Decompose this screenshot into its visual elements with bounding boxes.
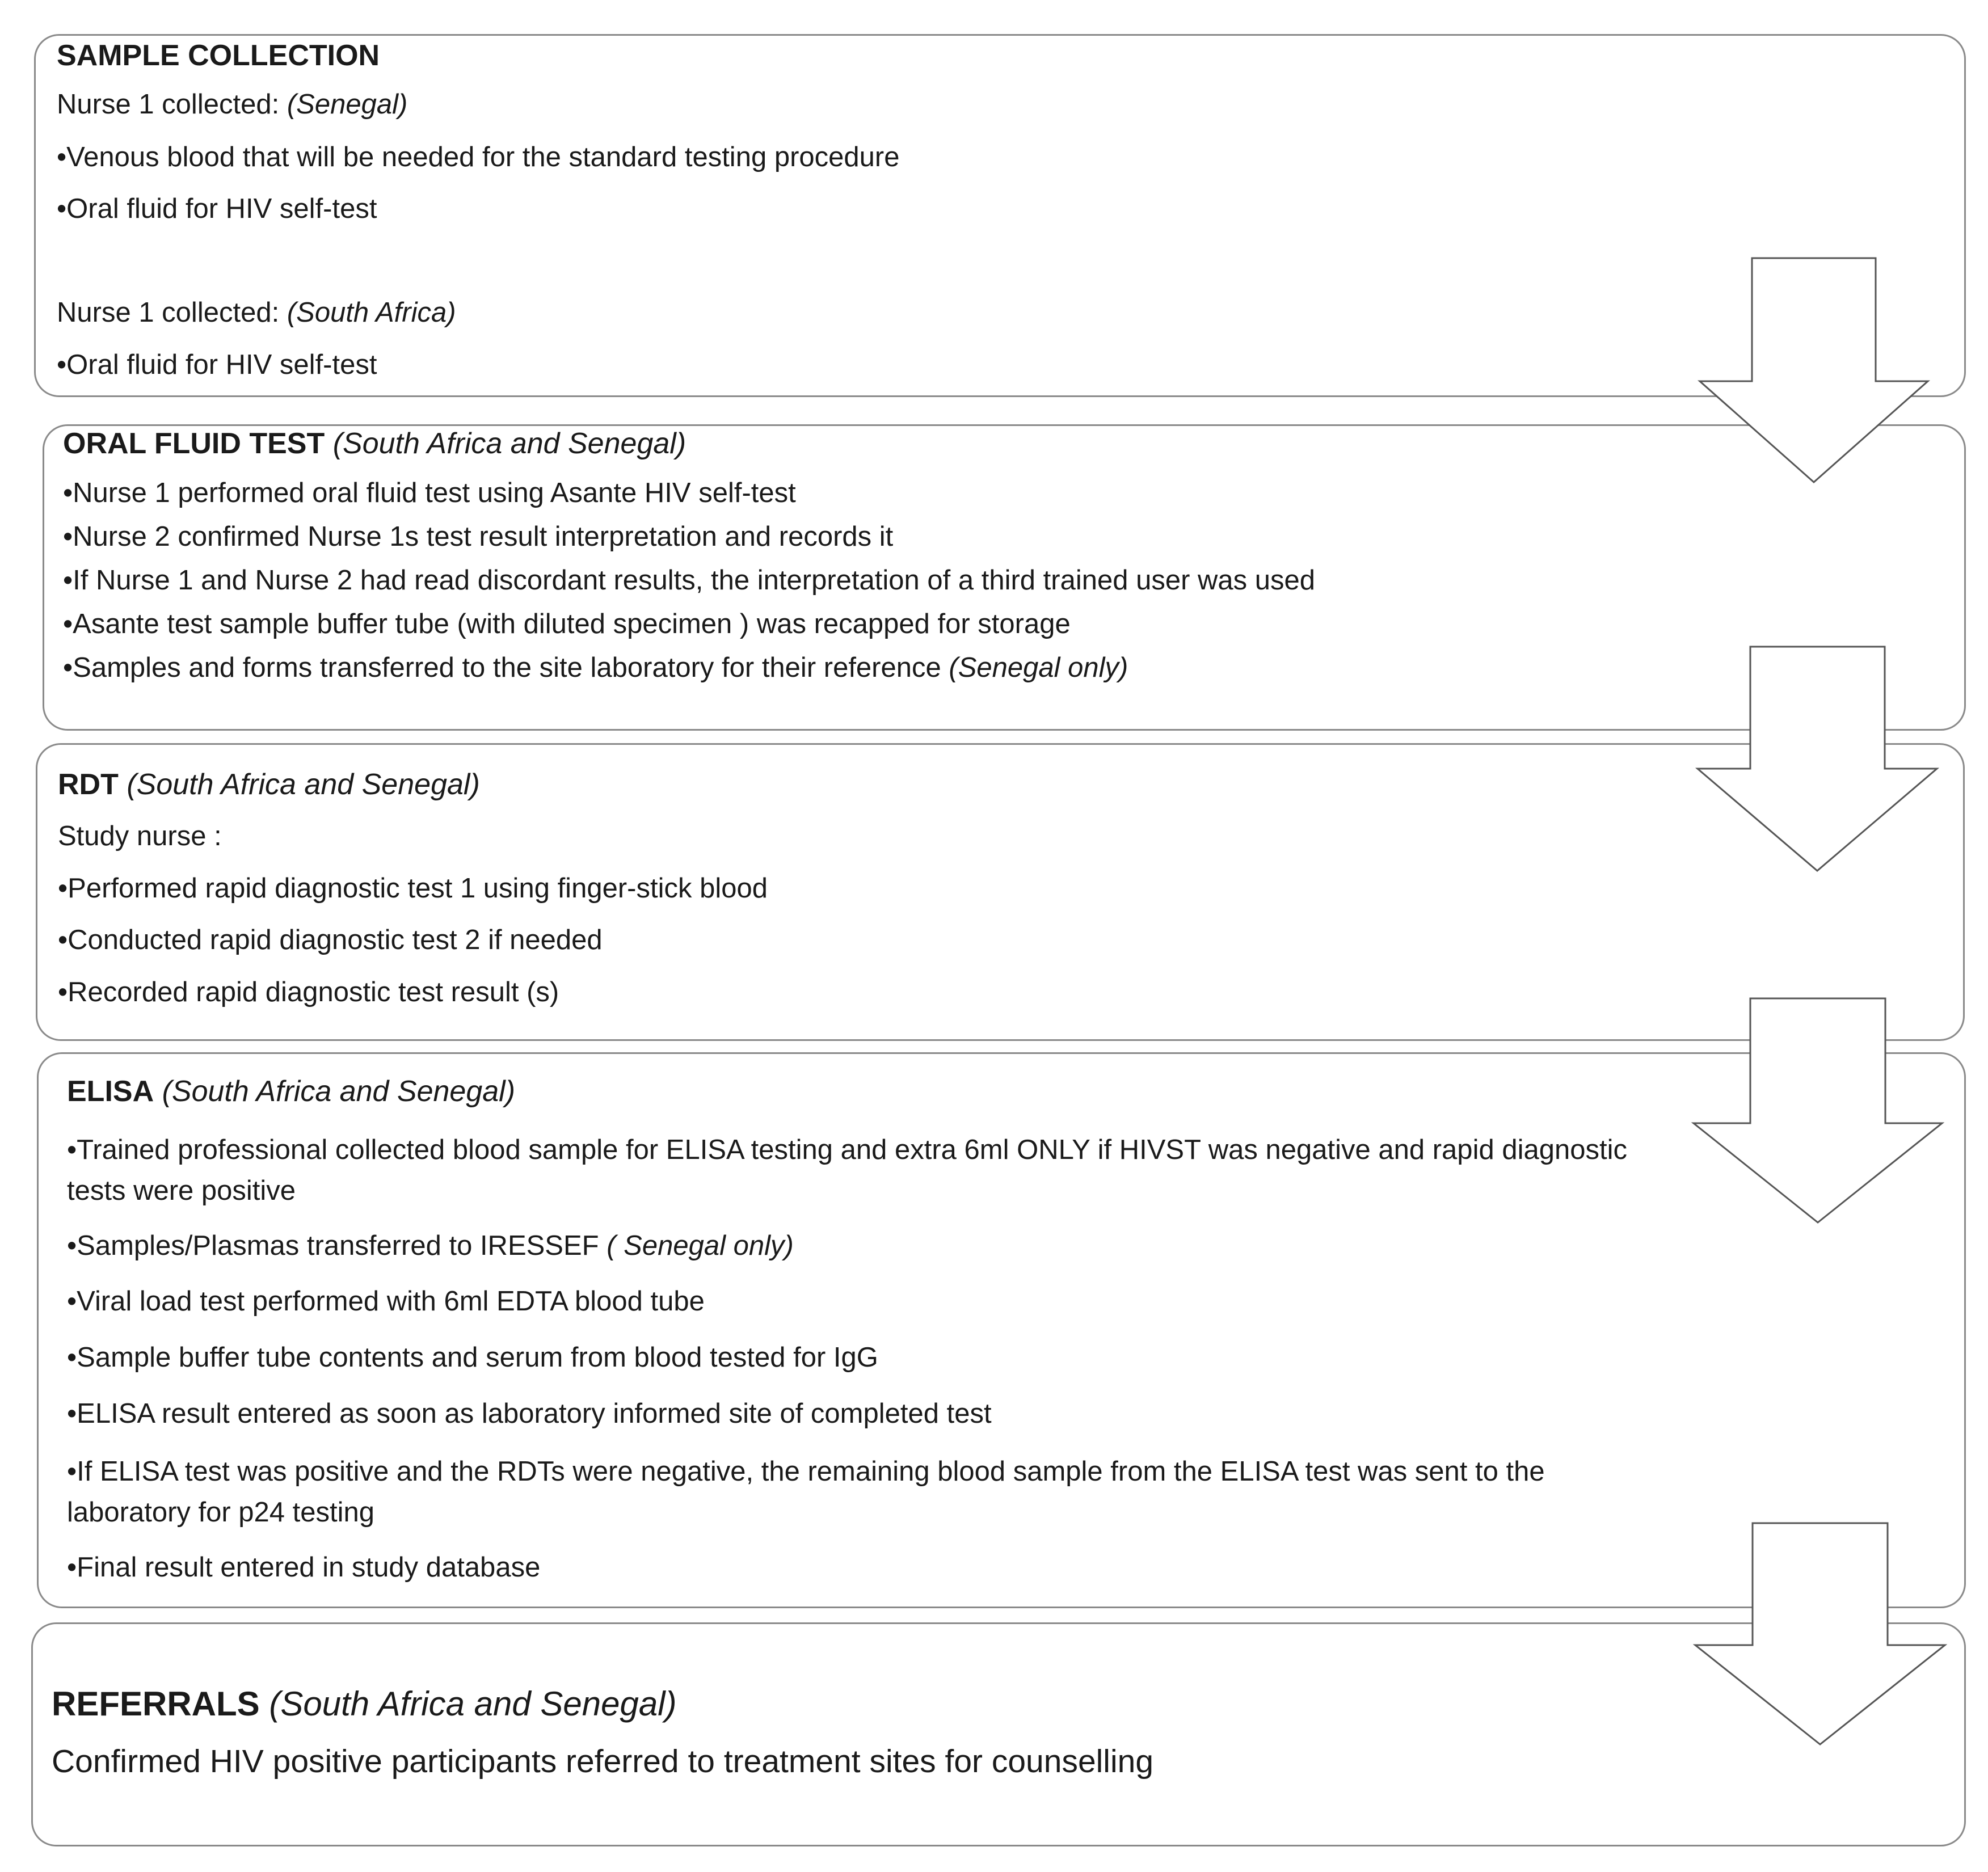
oral-fluid-test-line-5-text: •Samples and forms transferred to the si… xyxy=(63,652,949,683)
rdt-title-text: RDT xyxy=(58,768,119,801)
rdt-line-3: •Conducted rapid diagnostic test 2 if ne… xyxy=(58,925,603,955)
referrals-title-text: REFERRALS xyxy=(52,1685,260,1723)
elisa-box: ELISA (South Africa and Senegal) •Traine… xyxy=(37,1052,1966,1608)
referrals-line-1: Confirmed HIV positive participants refe… xyxy=(52,1743,1154,1780)
sample-collection-line-1: Nurse 1 collected: (Senegal) xyxy=(57,88,407,120)
oral-fluid-test-line-5: •Samples and forms transferred to the si… xyxy=(63,652,1128,684)
oral-fluid-test-subtitle: (South Africa and Senegal) xyxy=(332,427,686,460)
elisa-line-5: •ELISA result entered as soon as laborat… xyxy=(67,1398,992,1429)
elisa-title-text: ELISA xyxy=(67,1075,154,1108)
oral-fluid-test-line-4: •Asante test sample buffer tube (with di… xyxy=(63,609,1071,639)
elisa-line-1: •Trained professional collected blood sa… xyxy=(67,1135,1627,1206)
oral-fluid-test-line-2: •Nurse 2 confirmed Nurse 1s test result … xyxy=(63,521,894,552)
rdt-box: RDT (South Africa and Senegal) Study nur… xyxy=(36,743,1965,1041)
elisa-line-3: •Viral load test performed with 6ml EDTA… xyxy=(67,1286,705,1317)
sample-collection-line-4-text: Nurse 1 collected: xyxy=(57,297,287,328)
sample-collection-line-2: •Venous blood that will be needed for th… xyxy=(57,142,900,172)
rdt-line-4: •Recorded rapid diagnostic test result (… xyxy=(58,977,559,1007)
sample-collection-line-1-italic: (Senegal) xyxy=(287,89,408,120)
rdt-line-2: •Performed rapid diagnostic test 1 using… xyxy=(58,873,768,904)
elisa-line-4: •Sample buffer tube contents and serum f… xyxy=(67,1342,878,1373)
sample-collection-line-4: Nurse 1 collected: (South Africa) xyxy=(57,297,456,328)
oral-fluid-test-title: ORAL FLUID TEST (South Africa and Senega… xyxy=(63,427,686,461)
sample-collection-title: SAMPLE COLLECTION xyxy=(57,39,380,73)
sample-collection-line-5: •Oral fluid for HIV self-test xyxy=(57,349,377,380)
elisa-line-2: •Samples/Plasmas transferred to IRESSEF … xyxy=(67,1230,794,1262)
rdt-subtitle: (South Africa and Senegal) xyxy=(127,768,480,801)
sample-collection-box: SAMPLE COLLECTION Nurse 1 collected: (Se… xyxy=(34,34,1966,397)
referrals-subtitle: (South Africa and Senegal) xyxy=(269,1685,677,1723)
referrals-title: REFERRALS (South Africa and Senegal) xyxy=(52,1684,677,1723)
sample-collection-line-3: •Oral fluid for HIV self-test xyxy=(57,193,377,224)
elisa-title: ELISA (South Africa and Senegal) xyxy=(67,1075,515,1109)
oral-fluid-test-line-3: •If Nurse 1 and Nurse 2 had read discord… xyxy=(63,565,1316,596)
rdt-line-1: Study nurse : xyxy=(58,821,222,851)
elisa-subtitle: (South Africa and Senegal) xyxy=(162,1075,516,1108)
elisa-line-2-text: •Samples/Plasmas transferred to IRESSEF xyxy=(67,1230,607,1261)
rdt-title: RDT (South Africa and Senegal) xyxy=(58,768,480,802)
oral-fluid-test-line-1: •Nurse 1 performed oral fluid test using… xyxy=(63,478,796,508)
sample-collection-line-4-italic: (South Africa) xyxy=(287,297,456,328)
referrals-box: REFERRALS (South Africa and Senegal) Con… xyxy=(31,1622,1966,1846)
elisa-line-7: •Final result entered in study database xyxy=(67,1552,541,1583)
sample-collection-line-1-text: Nurse 1 collected: xyxy=(57,89,287,120)
oral-fluid-test-line-5-italic: (Senegal only) xyxy=(949,652,1128,683)
sample-collection-title-text: SAMPLE COLLECTION xyxy=(57,39,380,72)
oral-fluid-test-title-text: ORAL FLUID TEST xyxy=(63,427,325,460)
elisa-line-6: •If ELISA test was positive and the RDTs… xyxy=(67,1456,1545,1528)
oral-fluid-test-box: ORAL FLUID TEST (South Africa and Senega… xyxy=(43,424,1966,731)
elisa-line-2-italic: ( Senegal only) xyxy=(606,1230,794,1261)
